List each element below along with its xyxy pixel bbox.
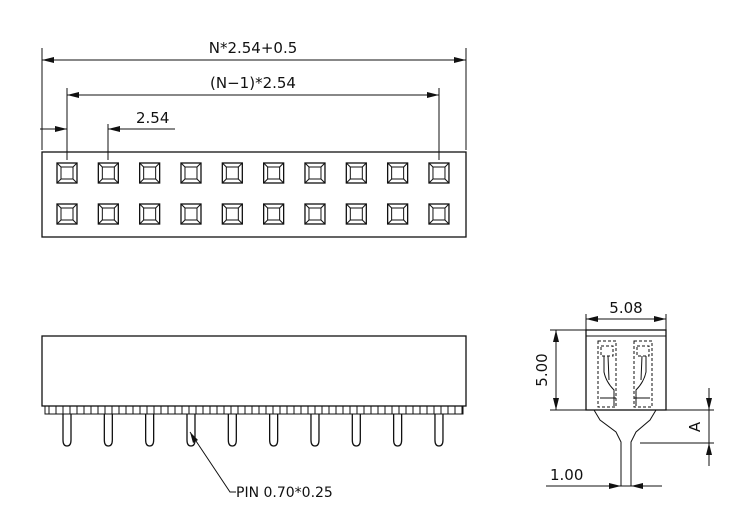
side-pin (269, 414, 279, 447)
lead-length-dimension: A (640, 388, 714, 466)
lead-offset-dimension: 1.00 (546, 466, 662, 489)
pin-socket (139, 162, 161, 184)
end-view-contact (597, 340, 653, 408)
side-pin (351, 414, 361, 447)
end-view-body-outline (585, 329, 667, 411)
pin-callout: PIN 0.70*0.25 (189, 431, 333, 501)
width-label: 5.08 (609, 299, 642, 317)
end-view-lead (593, 409, 657, 487)
pin-span-dimension: (N−1)*2.54 (66, 74, 440, 160)
top-view: N*2.54+0.5 (N−1)*2.54 2.54 (40, 39, 467, 238)
pin-socket (386, 203, 409, 225)
overall-length-label: N*2.54+0.5 (209, 39, 298, 57)
pin-socket (221, 162, 243, 184)
pin-socket (304, 162, 326, 184)
pin-socket (97, 162, 119, 184)
pin-socket (262, 203, 285, 225)
pin-socket (56, 203, 78, 225)
pin-socket (139, 203, 161, 225)
side-pin (227, 414, 237, 447)
pin-socket (345, 203, 367, 225)
lead-length-label: A (686, 421, 704, 432)
pin-socket (428, 162, 450, 184)
side-view-body-outline (41, 335, 467, 407)
pin-socket (180, 162, 202, 184)
pin-span-label: (N−1)*2.54 (210, 74, 296, 92)
pin-size-label: PIN 0.70*0.25 (236, 485, 333, 501)
pitch-label: 2.54 (136, 109, 169, 127)
pin-socket (262, 162, 285, 184)
pitch-dimension: 2.54 (40, 109, 175, 160)
side-pin (310, 414, 320, 447)
side-pin (103, 414, 113, 447)
pin-socket (386, 162, 409, 184)
pin-socket (428, 203, 450, 225)
height-label: 5.00 (533, 353, 551, 386)
top-view-pin-grid (56, 162, 450, 225)
side-view: PIN 0.70*0.25 (41, 335, 467, 501)
end-view: 5.08 5.00 A 1.00 (533, 299, 714, 489)
pin-socket (345, 162, 367, 184)
width-dimension: 5.08 (585, 299, 667, 330)
side-pin (434, 414, 444, 447)
pin-socket (56, 162, 78, 184)
side-view-standoff (44, 405, 464, 415)
lead-offset-label: 1.00 (550, 466, 583, 484)
pin-socket (304, 203, 326, 225)
overall-length-dimension: N*2.54+0.5 (41, 39, 467, 150)
height-dimension: 5.00 (533, 329, 586, 411)
side-pin (186, 414, 196, 447)
pin-socket (221, 203, 243, 225)
top-view-body-outline (41, 151, 467, 238)
pin-socket (180, 203, 202, 225)
pin-socket (97, 203, 119, 225)
side-view-pins (62, 414, 444, 447)
side-pin (145, 414, 155, 447)
side-pin (392, 414, 403, 447)
standoff-ridges (48, 406, 463, 414)
side-pin (62, 414, 72, 447)
